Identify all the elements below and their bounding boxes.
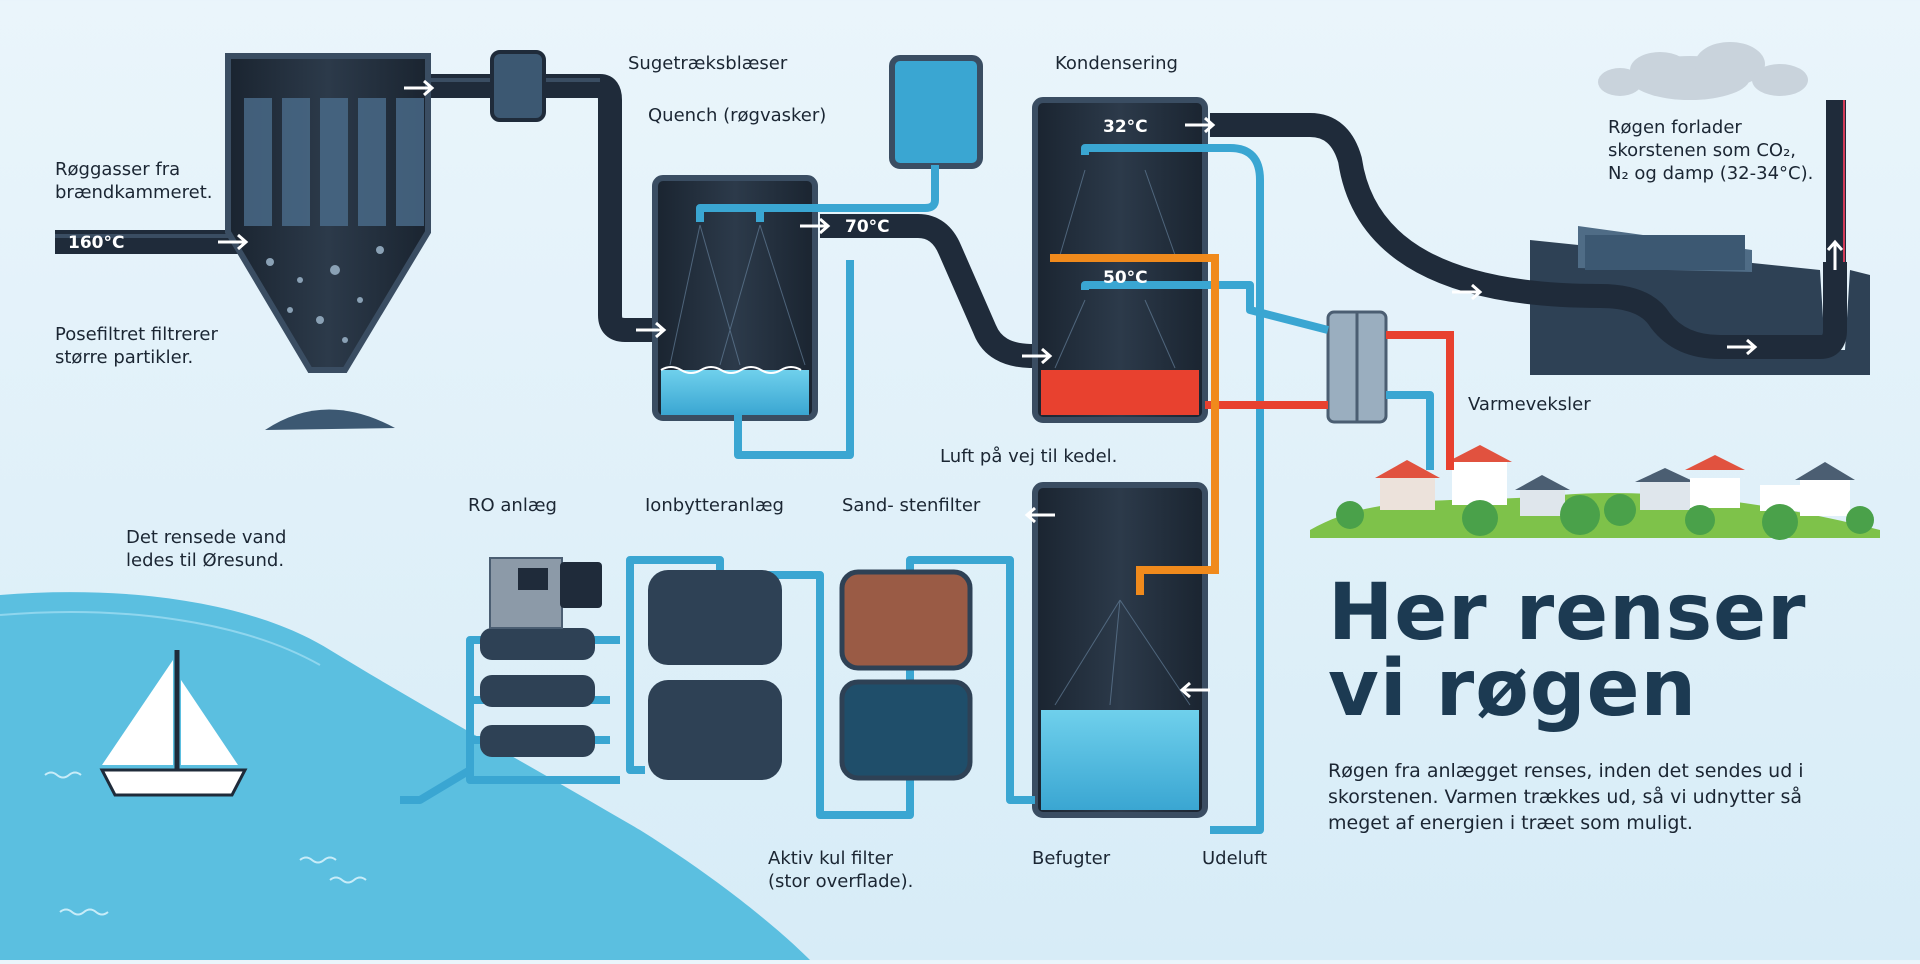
label-ro-plant: RO anlæg: [468, 495, 557, 516]
tree-icon: [1336, 494, 1874, 540]
temp-condense-mid: 50°C: [1103, 268, 1148, 288]
temp-condense-top: 32°C: [1103, 117, 1148, 137]
label-clean-water: Det rensede vand ledes til Øresund.: [126, 527, 287, 571]
label-chimney: Røgen forlader skorstenen som CO₂, N₂ og…: [1608, 117, 1814, 184]
wave-marks: [44, 771, 367, 916]
quench-tank: [652, 175, 818, 421]
hot-pipes: [1050, 254, 1454, 595]
label-sand-filter: Sand- stenfilter: [842, 495, 981, 516]
label-flue-gas: Røggasser fra brændkammeret.: [55, 159, 213, 203]
label-humidifier: Befugter: [1032, 848, 1111, 869]
heat-exchanger: [1326, 310, 1388, 424]
village: [1310, 445, 1880, 540]
ro-plant: [480, 557, 602, 757]
label-exhaust-air: Udeluft: [1202, 848, 1268, 869]
label-suction-fan: Sugetræksblæser: [628, 53, 788, 74]
page-description: Røgen fra anlægget renses, inden det sen…: [1328, 760, 1804, 834]
sand-filter: [839, 569, 973, 781]
flue-gas-pipes: [55, 74, 1847, 368]
temp-quench: 70°C: [845, 217, 890, 237]
temp-inlet: 160°C: [68, 233, 125, 253]
suction-fan: [490, 50, 546, 122]
ion-exchanger: [648, 570, 782, 780]
label-condensation: Kondensering: [1055, 53, 1178, 74]
label-ion-exchanger: Ionbytteranlæg: [645, 495, 784, 516]
house-icon: [1375, 445, 1855, 516]
water-reservoir: [889, 55, 983, 169]
cloud-icon: [1598, 42, 1808, 100]
sailboat-icon: [99, 650, 248, 797]
label-quench: Quench (røgvasker): [648, 105, 827, 126]
humidifier-tank: [1032, 482, 1208, 818]
sea: [0, 592, 810, 960]
label-air-to-boiler: Luft på vej til kedel.: [940, 446, 1118, 467]
label-carbon-filter: Aktiv kul filter (stor overflade).: [768, 848, 914, 892]
label-bag-filter: Posefiltret filtrerer større partikler.: [55, 324, 218, 368]
label-heat-exchanger: Varmeveksler: [1468, 394, 1591, 415]
arrow-right-icon: [218, 79, 1844, 699]
bag-filter-tank: [225, 53, 431, 430]
page-title: Her renser vi røgen: [1328, 568, 1807, 734]
